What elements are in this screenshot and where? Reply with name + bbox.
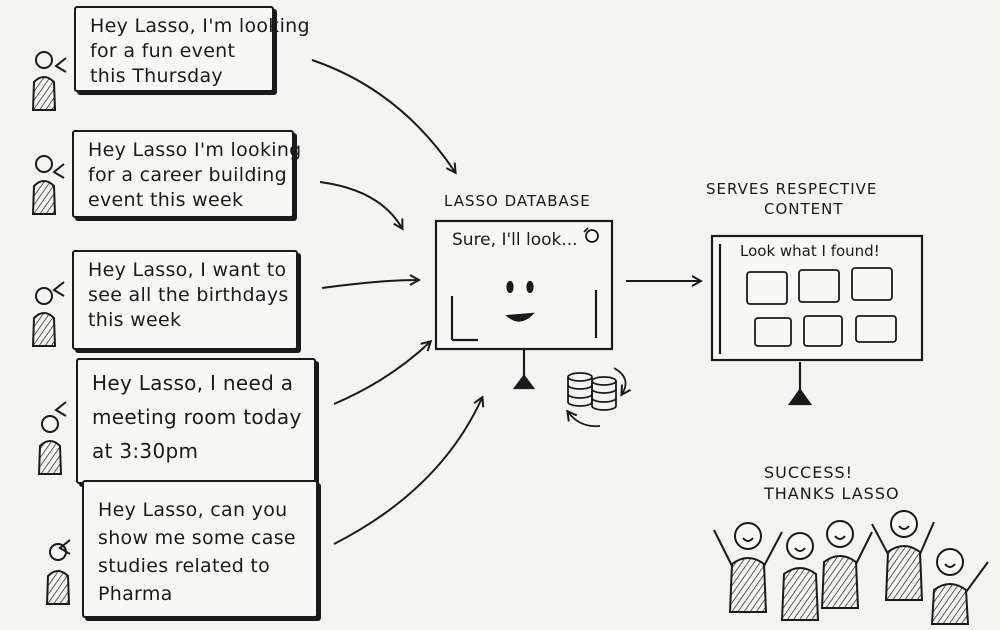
database-cylinders-icon	[568, 367, 626, 428]
person-icon	[31, 155, 57, 215]
user-request-bubble: Hey Lasso I'm looking for a career build…	[72, 130, 301, 218]
arrow	[333, 398, 482, 545]
success-message: Success! Thanks Lasso	[764, 463, 900, 503]
person-icon	[31, 287, 57, 347]
person-icon	[31, 51, 57, 111]
user-request-bubble: Hey Lasso, I need a meeting room today a…	[76, 358, 316, 484]
arrow	[311, 59, 455, 172]
person-icon	[780, 532, 820, 621]
bubble-tails	[52, 57, 71, 555]
user-request-bubble: Hey Lasso, I want to see all the birthda…	[72, 250, 298, 350]
user-request-bubble: Hey Lasso, I'm looking for a fun event t…	[74, 6, 310, 92]
content-title-line2: Content	[764, 200, 844, 218]
celebrating-crowd	[713, 510, 989, 625]
content-card	[803, 315, 843, 347]
loading-icon	[583, 227, 599, 243]
person-icon	[930, 548, 989, 625]
database-screen-text: Sure, I'll look...	[452, 230, 578, 250]
database-monitor	[434, 219, 614, 390]
person-icon	[713, 522, 783, 613]
arrow	[333, 342, 430, 405]
content-screen-text: Look what I found!	[740, 242, 880, 260]
user-request-bubble: Hey Lasso, can you show me some case stu…	[82, 480, 318, 618]
content-card	[754, 317, 792, 347]
content-grid	[746, 267, 897, 347]
content-card	[851, 267, 893, 301]
content-monitor	[710, 234, 924, 406]
content-card	[855, 315, 897, 343]
arrow	[319, 181, 402, 228]
person-icon	[871, 510, 935, 601]
content-card	[746, 271, 788, 305]
content-title-line1: Serves Respective	[706, 180, 878, 198]
person-icon	[37, 415, 63, 475]
person-icon	[45, 543, 71, 605]
request-arrows	[311, 59, 700, 545]
database-title: Lasso Database	[444, 192, 591, 210]
arrow	[321, 280, 418, 289]
content-card	[798, 269, 840, 303]
person-icon	[820, 520, 873, 609]
